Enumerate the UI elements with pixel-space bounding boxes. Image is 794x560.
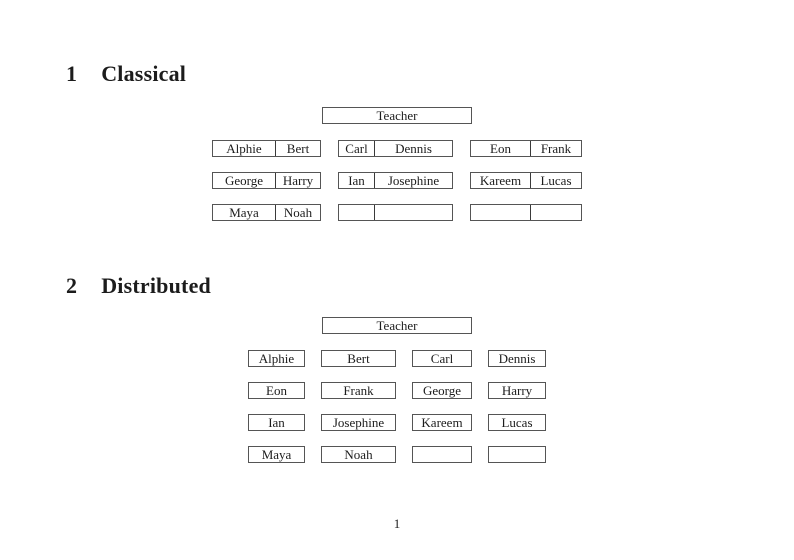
desk: Eon (248, 382, 305, 399)
desk-seat: Carl (430, 351, 454, 366)
desk-seat: George (224, 173, 264, 188)
desk-seat: Kareem (421, 415, 463, 430)
desk-seat: Ian (348, 173, 365, 188)
desk-empty (338, 204, 453, 221)
section-title: Distributed (101, 273, 211, 298)
page-number: 1 (393, 516, 401, 531)
desk-seat: Noah (275, 205, 320, 220)
section-heading-distributed: 2 Distributed (66, 274, 211, 298)
desk-seat: Josephine (332, 415, 385, 430)
desk-empty (470, 204, 582, 221)
desk-seat: Frank (530, 141, 581, 156)
desk-empty (488, 446, 546, 463)
classical-seating-diagram: Teacher Alphie Bert Carl Dennis Eon Fran… (0, 107, 794, 221)
desk-seat: Bert (347, 351, 370, 366)
desk-row: Maya Noah (248, 446, 546, 463)
desk-seat: Maya (261, 447, 292, 462)
desk: Dennis (488, 350, 546, 367)
desk-seat: Ian (268, 415, 285, 430)
desk: Josephine (321, 414, 396, 431)
desk-seat: Harry (275, 173, 320, 188)
desk-seat: Frank (343, 383, 374, 398)
desk-row: Ian Josephine Kareem Lucas (248, 414, 546, 431)
desk-seat: Kareem (479, 173, 522, 188)
desk-seat-empty (339, 205, 374, 220)
desk: Kareem Lucas (470, 172, 582, 189)
desk: Ian Josephine (338, 172, 453, 189)
distributed-seating-diagram: Teacher Alphie Bert Carl Dennis Eon Fran… (0, 317, 794, 463)
section-number: 1 (66, 61, 78, 86)
desk-row: Alphie Bert Carl Dennis (248, 350, 546, 367)
desk-seat: Noah (344, 447, 373, 462)
desk-seat: Alphie (258, 351, 295, 366)
desk: Frank (321, 382, 396, 399)
desk-seat: Eon (490, 141, 511, 156)
desk-seat: Dennis (374, 141, 452, 156)
desk-empty (412, 446, 472, 463)
classical-desk-grid: Alphie Bert Carl Dennis Eon Frank George… (212, 140, 582, 221)
desk: Maya Noah (212, 204, 321, 221)
desk-seat-empty (530, 205, 581, 220)
desk: George (412, 382, 472, 399)
desk: Eon Frank (470, 140, 582, 157)
desk-seat-empty (489, 447, 545, 462)
desk-seat: Alphie (226, 141, 262, 156)
desk: Alphie (248, 350, 305, 367)
teacher-box: Teacher (322, 107, 472, 124)
desk: Bert (321, 350, 396, 367)
desk-seat: Maya (229, 205, 259, 220)
desk-seat: Dennis (498, 351, 536, 366)
desk-seat: Carl (345, 141, 368, 156)
desk-seat: Josephine (374, 173, 452, 188)
desk: Lucas (488, 414, 546, 431)
desk-row: Maya Noah (212, 204, 582, 221)
desk: Alphie Bert (212, 140, 321, 157)
desk: Noah (321, 446, 396, 463)
desk-seat: Lucas (501, 415, 533, 430)
teacher-box: Teacher (322, 317, 472, 334)
desk-seat: George (422, 383, 462, 398)
desk: Carl (412, 350, 472, 367)
desk-seat: Eon (266, 383, 287, 398)
desk: Ian (248, 414, 305, 431)
desk: Carl Dennis (338, 140, 453, 157)
desk-seat: Bert (275, 141, 320, 156)
desk: Maya (248, 446, 305, 463)
desk-row: Eon Frank George Harry (248, 382, 546, 399)
section-number: 2 (66, 273, 78, 298)
desk-seat: Lucas (530, 173, 581, 188)
distributed-desk-grid: Alphie Bert Carl Dennis Eon Frank George… (248, 350, 546, 463)
desk-seat: Harry (501, 383, 533, 398)
section-heading-classical: 1 Classical (66, 62, 186, 86)
desk-seat-empty (374, 205, 452, 220)
desk: George Harry (212, 172, 321, 189)
section-title: Classical (101, 61, 187, 86)
desk-row: Alphie Bert Carl Dennis Eon Frank (212, 140, 582, 157)
desk: Harry (488, 382, 546, 399)
desk: Kareem (412, 414, 472, 431)
desk-seat-empty (471, 205, 530, 220)
desk-row: George Harry Ian Josephine Kareem Lucas (212, 172, 582, 189)
desk-seat-empty (413, 447, 471, 462)
